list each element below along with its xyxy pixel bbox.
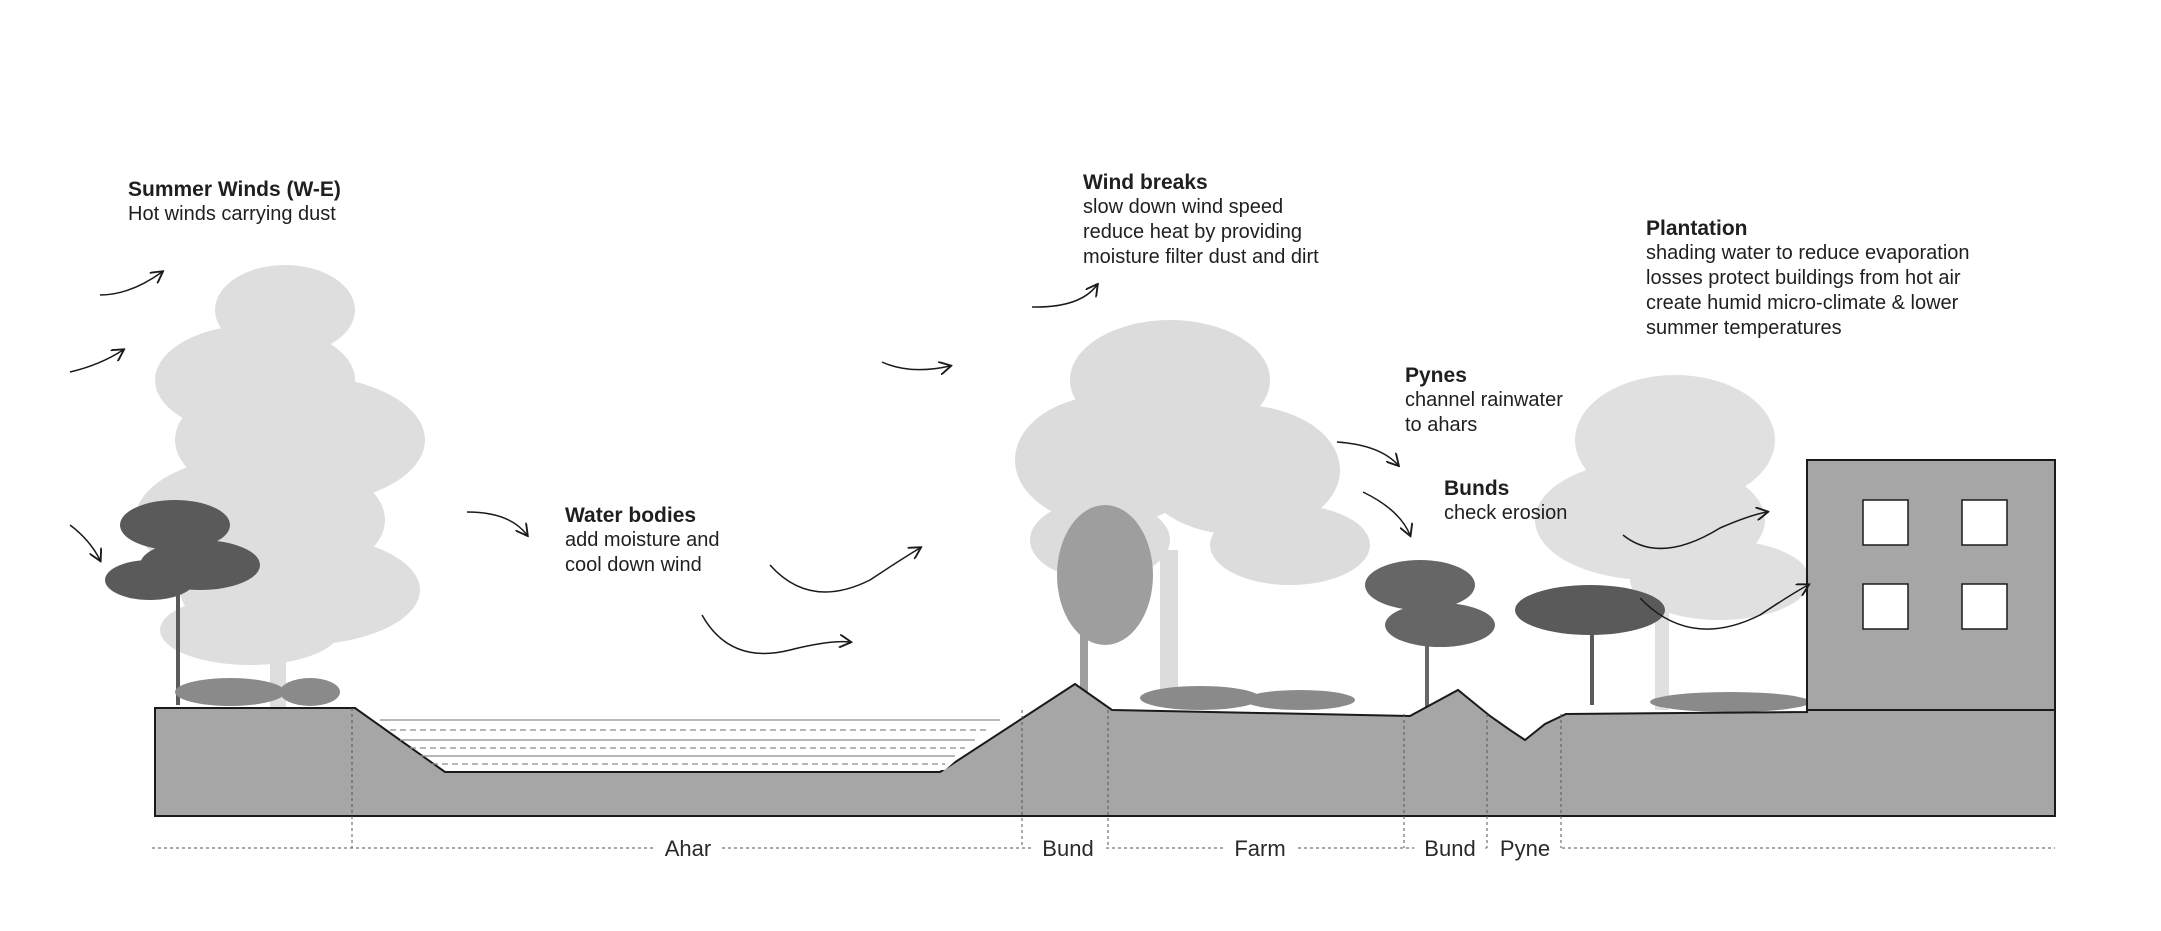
ahar-water: [375, 716, 1005, 770]
background-tree-left: [135, 265, 425, 710]
wind-arrow-4: [466, 511, 527, 535]
wind-arrow-5: [881, 362, 950, 370]
wind-arrow-7: [701, 614, 850, 655]
label-summer-winds-title: Summer Winds (W-E): [128, 178, 341, 201]
label-water-bodies-line: cool down wind: [565, 554, 702, 576]
label-summer-winds-line: Hot winds carrying dust: [128, 203, 336, 225]
ground-shrubs: [175, 678, 1810, 712]
background-tree-plantation: [1535, 375, 1810, 710]
label-pynes: Pynes channel rainwater to ahars: [1405, 363, 1563, 438]
label-bunds-title: Bunds: [1444, 477, 1510, 500]
zone-label-ahar: Ahar: [654, 836, 722, 862]
label-pynes-title: Pynes: [1405, 364, 1467, 387]
label-plantation-line: shading water to reduce evaporation: [1646, 242, 1970, 264]
label-wind-breaks-line: slow down wind speed: [1083, 196, 1284, 218]
label-plantation-title: Plantation: [1646, 217, 1748, 240]
label-pynes-line: channel rainwater: [1405, 389, 1563, 411]
label-pynes-line: to ahars: [1405, 414, 1478, 436]
wind-arrow-12: [1639, 585, 1808, 630]
zone-label-bund: Bund: [1032, 836, 1104, 862]
background-tree-windbreak: [1015, 320, 1370, 705]
label-plantation-line: losses protect buildings from hot air: [1646, 267, 1961, 289]
label-water-bodies-line: add moisture and: [565, 529, 720, 551]
wind-arrow-10: [1362, 491, 1410, 535]
label-summer-winds: Summer Winds (W-E) Hot winds carrying du…: [128, 177, 341, 227]
wind-arrow-3: [69, 524, 100, 560]
wind-arrow-1: [99, 272, 162, 296]
zone-label-farm: Farm: [1224, 836, 1296, 862]
label-plantation: Plantation shading water to reduce evapo…: [1646, 216, 1970, 341]
label-wind-breaks-title: Wind breaks: [1083, 171, 1208, 194]
zone-dividers: [351, 708, 1562, 848]
label-bunds-line: check erosion: [1444, 502, 1568, 524]
label-plantation-line: create humid micro-climate & lower: [1646, 292, 1959, 314]
mid-tree-windbreak: [1057, 505, 1153, 700]
label-water-bodies: Water bodies add moisture and cool down …: [565, 503, 720, 578]
wind-arrow-11: [1622, 512, 1767, 550]
label-wind-breaks-line: moisture filter dust and dirt: [1083, 246, 1319, 268]
building-windows: [1862, 499, 2008, 630]
dark-tree-bund: [1365, 560, 1495, 710]
label-plantation-line: summer temperatures: [1646, 317, 1842, 339]
dark-tree-pyne: [1515, 585, 1665, 705]
wind-arrow-9: [1336, 441, 1398, 465]
zone-label-bund: Bund: [1414, 836, 1486, 862]
water-ripples: [380, 719, 1000, 765]
building: [1806, 459, 2056, 711]
label-wind-breaks: Wind breaks slow down wind speed reduce …: [1083, 170, 1319, 270]
wind-arrows: [69, 272, 1808, 655]
label-bunds: Bunds check erosion: [1444, 476, 1567, 526]
label-water-bodies-title: Water bodies: [565, 504, 697, 527]
zone-label-pyne: Pyne: [1489, 836, 1561, 862]
wind-arrow-2: [69, 350, 123, 373]
label-wind-breaks-line: reduce heat by providing: [1083, 221, 1303, 243]
wind-arrow-8: [1031, 285, 1097, 308]
dark-tree-left: [105, 500, 260, 705]
wind-arrow-6: [769, 548, 920, 593]
